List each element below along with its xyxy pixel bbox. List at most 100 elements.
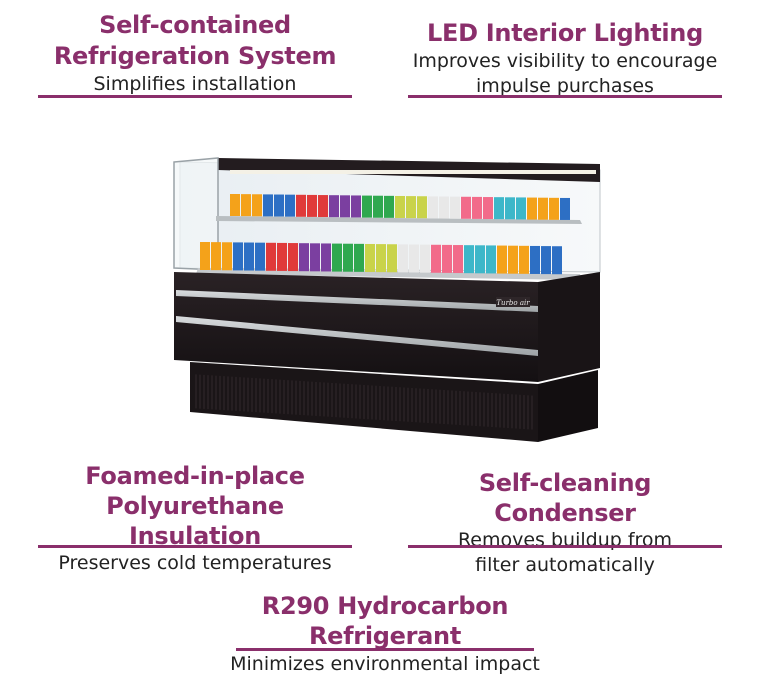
beverage-can [395, 195, 405, 218]
beverage-can [222, 242, 232, 271]
divider [38, 95, 352, 98]
beverage-can [310, 243, 320, 272]
beverage-can [552, 246, 562, 275]
refrigerated-display-case-image: Turbo air [173, 157, 601, 442]
feature-title-line: Self-contained [99, 11, 291, 39]
feature-title: LED Interior Lighting [427, 19, 703, 47]
beverage-can [516, 197, 526, 220]
feature-description: Improves visibility to encourage impulse… [408, 49, 722, 99]
beverage-can [417, 196, 427, 219]
beverage-can [376, 244, 386, 273]
beverage-can [296, 194, 306, 217]
beverage-can [318, 195, 328, 218]
beverage-can [505, 197, 515, 220]
beverage-can [428, 196, 438, 219]
beverage-can [329, 195, 339, 218]
beverage-can [241, 194, 251, 217]
beverage-can [530, 245, 540, 274]
beverage-can [277, 242, 287, 271]
beverage-can [321, 243, 331, 272]
beverage-can [274, 194, 284, 217]
beverage-can [450, 196, 460, 219]
beverage-can [343, 243, 353, 272]
beverage-cans-lower [200, 242, 562, 275]
beverage-can [285, 194, 295, 217]
beverage-can [365, 243, 375, 272]
cabinet-side [538, 272, 600, 382]
beverage-can [230, 194, 240, 216]
feature-description-line: filter automatically [475, 554, 655, 576]
feature-description-line: Improves visibility to encourage [412, 50, 718, 72]
feature-title: Foamed-in-place Polyurethane Insulation [38, 461, 352, 551]
feature-description-line: Removes buildup from [457, 529, 673, 551]
beverage-can [211, 242, 221, 271]
beverage-can [431, 244, 441, 273]
beverage-can [252, 194, 262, 217]
beverage-can [263, 194, 273, 217]
beverage-can [299, 243, 309, 272]
beverage-can [351, 195, 361, 218]
feature-title-line: Foamed-in-place [85, 462, 305, 490]
brand-label: Turbo air [496, 299, 530, 307]
beverage-can [409, 244, 419, 273]
beverage-can [475, 245, 485, 274]
feature-title: Self-contained Refrigeration System [38, 10, 352, 72]
beverage-can [332, 243, 342, 272]
feature-title-line: Refrigeration System [53, 42, 337, 70]
feature-polyurethane-insulation: Foamed-in-place Polyurethane Insulation … [38, 461, 352, 576]
beverage-can [406, 196, 416, 219]
feature-r290-refrigerant: R290 Hydrocarbon Refrigerant Minimizes e… [200, 591, 570, 677]
beverage-can [560, 197, 570, 220]
beverage-can [233, 242, 243, 271]
upper-shelf [216, 216, 582, 224]
beverage-can [464, 245, 474, 274]
feature-description: Simplifies installation [93, 73, 297, 95]
beverage-can [442, 244, 452, 273]
beverage-can [307, 194, 317, 217]
beverage-can [244, 242, 254, 271]
brand-badge [496, 297, 530, 307]
beverage-can [398, 244, 408, 273]
beverage-can [483, 197, 493, 220]
beverage-can [354, 243, 364, 272]
feature-title-line: Polyurethane Insulation [106, 492, 284, 550]
led-light-bar [230, 170, 596, 174]
beverage-can [453, 245, 463, 274]
bumper-rail-upper [176, 290, 538, 312]
beverage-can [538, 197, 548, 220]
beverage-can [486, 245, 496, 274]
base-side [538, 370, 598, 442]
beverage-can [508, 245, 518, 274]
feature-title: R290 Hydrocarbon Refrigerant [261, 592, 509, 650]
feature-description: Minimizes environmental impact [230, 653, 540, 675]
beverage-can [387, 244, 397, 273]
feature-self-contained-refrigeration: Self-contained Refrigeration System Simp… [38, 10, 352, 98]
feature-self-cleaning-condenser: Self-cleaning Condenser Removes buildup … [408, 468, 722, 578]
condenser-grille [195, 374, 533, 430]
beverage-can [527, 197, 537, 220]
beverage-can [439, 196, 449, 219]
beverage-can [373, 195, 383, 218]
beverage-can [549, 197, 559, 220]
beverage-can [519, 245, 529, 274]
beverage-can [472, 196, 482, 219]
beverage-can [362, 195, 372, 218]
beverage-can [266, 242, 276, 271]
beverage-can [461, 196, 471, 219]
beverage-can [420, 244, 430, 273]
beverage-can [384, 195, 394, 218]
beverage-can [541, 246, 551, 275]
beverage-cans-upper [230, 194, 570, 220]
divider [236, 648, 534, 651]
feature-description: Removes buildup from filter automaticall… [408, 528, 722, 578]
divider [408, 545, 722, 548]
feature-description: Preserves cold temperatures [58, 552, 332, 574]
feature-title: Self-cleaning Condenser [478, 469, 652, 527]
divider [38, 545, 352, 548]
beverage-can [288, 243, 298, 272]
beverage-can [340, 195, 350, 218]
beverage-can [255, 242, 265, 271]
bumper-rail-lower [176, 316, 538, 356]
beverage-can [494, 197, 504, 220]
divider [408, 95, 722, 98]
